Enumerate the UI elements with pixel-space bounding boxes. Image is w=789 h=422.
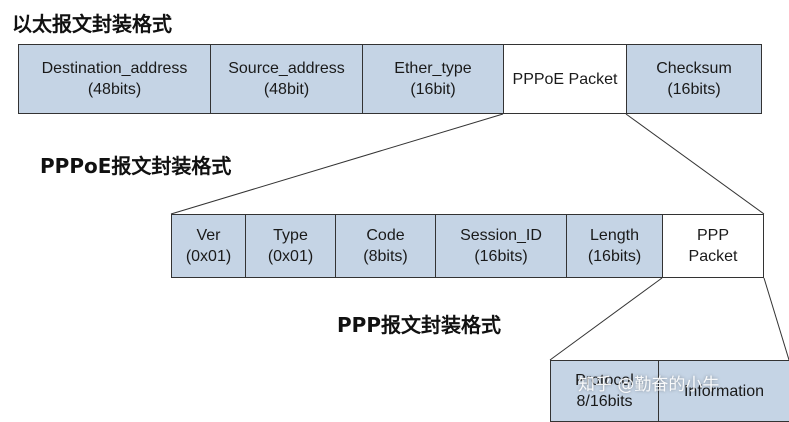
field-name: Type — [273, 227, 308, 244]
checksum-field: Checksum (16bits) — [627, 45, 761, 113]
field-name: Ver — [196, 227, 221, 244]
length-field: Length (16bits) — [567, 215, 663, 277]
ethernet-to-pppoe-right-line — [625, 113, 765, 215]
field-size: (48bit) — [263, 81, 310, 98]
field-name: Code — [366, 227, 405, 244]
source-address-field: Source_address (48bit) — [211, 45, 363, 113]
pppoe-frame-title: PPPoE报文封装格式 — [40, 154, 232, 178]
field-name: Length — [590, 227, 639, 244]
field-size: 8/16bits — [576, 393, 633, 410]
field-name: PPPoE Packet — [512, 70, 618, 88]
field-size: (0x01) — [267, 248, 314, 265]
field-size: (16bit) — [410, 81, 456, 98]
field-size: (16bits) — [667, 81, 721, 98]
field-name: Information — [683, 382, 765, 400]
field-name: PPP — [696, 227, 729, 244]
field-name: Ether_type — [394, 60, 472, 77]
field-name: Session_ID — [460, 227, 542, 244]
ethernet-frame-row: Destination_address (48bits) Source_addr… — [18, 44, 762, 114]
pppoe-packet-field: PPPoE Packet — [504, 45, 627, 113]
destination-address-field: Destination_address (48bits) — [19, 45, 211, 113]
session-id-field: Session_ID (16bits) — [436, 215, 567, 277]
field-size: Packet — [688, 248, 738, 265]
ppp-frame-row: Protocol 8/16bits Information — [550, 360, 789, 422]
pppoe-to-ppp-right-line — [763, 277, 789, 361]
field-name: Protocol — [575, 372, 634, 389]
ppp-frame-title: PPP报文封装格式 — [337, 313, 501, 337]
type-field: Type (0x01) — [246, 215, 336, 277]
pppoe-to-ppp-left-line — [549, 277, 663, 361]
field-name: Destination_address — [41, 60, 188, 77]
field-size: (16bits) — [587, 248, 642, 265]
ver-field: Ver (0x01) — [172, 215, 246, 277]
protocol-field: Protocol 8/16bits — [551, 361, 659, 421]
ethernet-frame-title: 以太报文封装格式 — [12, 12, 172, 36]
code-field: Code (8bits) — [336, 215, 436, 277]
information-field: Information — [659, 361, 789, 421]
field-size: (16bits) — [474, 248, 528, 265]
field-name: Checksum — [656, 60, 732, 77]
field-name: Source_address — [228, 60, 345, 77]
field-size: (8bits) — [363, 248, 408, 265]
field-size: (48bits) — [87, 81, 142, 98]
ether-type-field: Ether_type (16bit) — [363, 45, 504, 113]
pppoe-frame-row: Ver (0x01) Type (0x01) Code (8bits) Sess… — [171, 214, 764, 278]
field-size: (0x01) — [185, 248, 232, 265]
watermark-text: 知乎 @勤奋的小牛 — [578, 375, 720, 395]
ppp-packet-field: PPP Packet — [663, 215, 763, 277]
